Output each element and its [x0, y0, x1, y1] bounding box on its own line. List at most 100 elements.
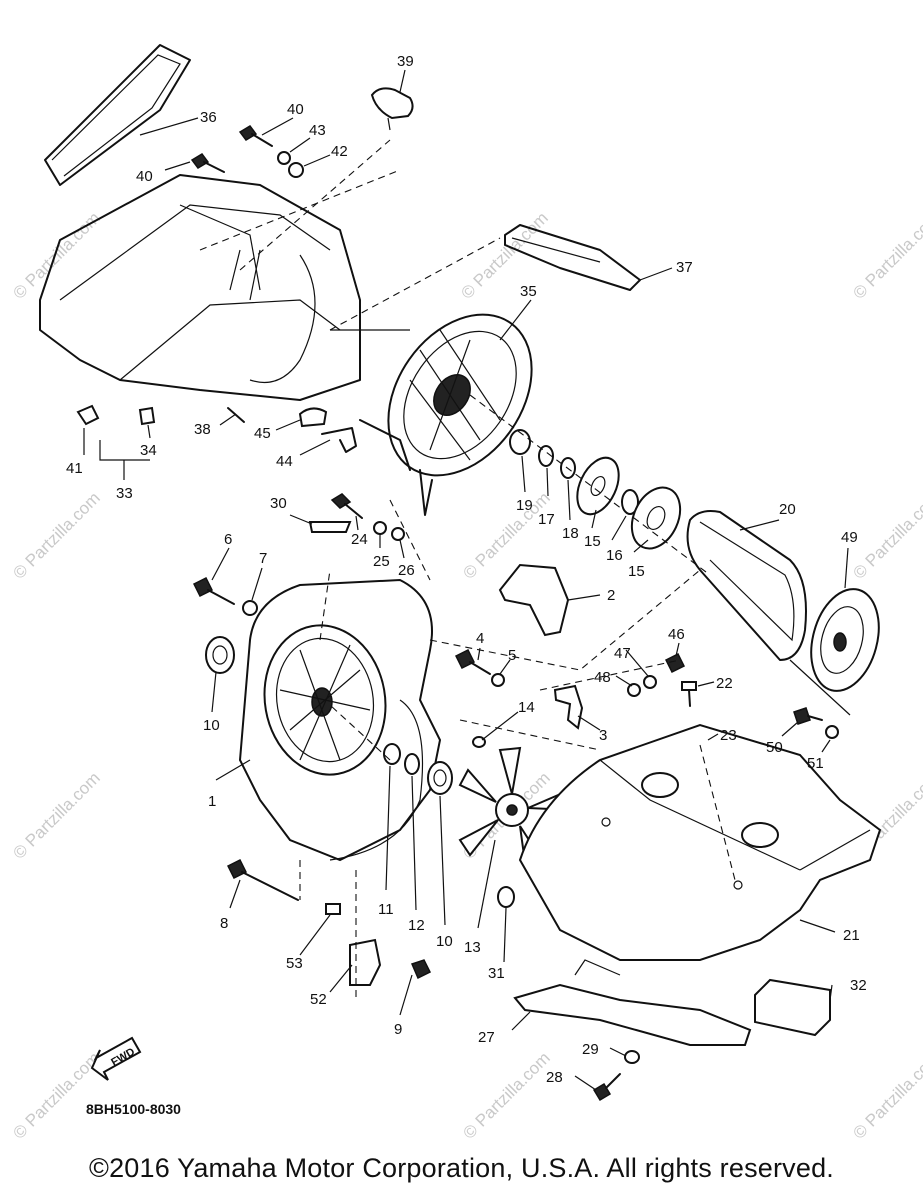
part-48-washer	[627, 683, 641, 697]
part-40-bolt	[238, 125, 258, 141]
callout-23: 23	[720, 727, 737, 744]
callout-21: 21	[843, 927, 860, 944]
part-26-washer	[391, 527, 405, 541]
callout-20: 20	[779, 501, 796, 518]
part-36-seal	[44, 44, 191, 186]
callout-16: 16	[606, 547, 623, 564]
callout-45: 45	[254, 425, 271, 442]
callout-27: 27	[478, 1029, 495, 1046]
part-17-washer	[538, 445, 554, 467]
part-41-bolt	[76, 404, 100, 426]
callout-4: 4	[476, 630, 484, 647]
part-21-cover	[518, 723, 882, 961]
callout-42: 42	[331, 143, 348, 160]
part-1-housing	[238, 578, 442, 862]
callout-29: 29	[582, 1041, 599, 1058]
callout-26: 26	[398, 562, 415, 579]
callout-6: 6	[224, 531, 232, 548]
watermark: © Partzilla.com	[849, 1048, 923, 1142]
callout-46: 46	[668, 626, 685, 643]
callout-50: 50	[766, 739, 783, 756]
callout-10: 10	[203, 717, 220, 734]
callout-17: 17	[538, 511, 555, 528]
fwd-indicator: FWD	[90, 1036, 142, 1081]
part-52-cap	[349, 938, 382, 986]
watermark: © Partzilla.com	[9, 768, 103, 862]
callout-31: 31	[488, 965, 505, 982]
callout-18: 18	[562, 525, 579, 542]
part-7-washer	[242, 600, 258, 616]
part-38-screw	[227, 407, 245, 423]
watermark: © Partzilla.com	[9, 1048, 103, 1142]
callout-35: 35	[520, 283, 537, 300]
callout-13: 13	[464, 939, 481, 956]
part-8-bolt	[226, 858, 248, 880]
callout-48: 48	[594, 669, 611, 686]
callout-41: 41	[66, 460, 83, 477]
part-47-nut	[643, 675, 657, 689]
leader-lines	[83, 69, 849, 1091]
callout-15: 15	[628, 563, 645, 580]
callout-33: 33	[116, 485, 133, 502]
callout-53: 53	[286, 955, 303, 972]
callout-28: 28	[546, 1069, 563, 1086]
part-4-bolt	[454, 648, 476, 670]
callout-38: 38	[194, 421, 211, 438]
part-45-clamp	[298, 407, 328, 428]
part-12-washer	[404, 753, 420, 775]
watermark: © Partzilla.com	[849, 488, 923, 582]
part-shapes	[39, 44, 882, 1102]
callout-30: 30	[270, 495, 287, 512]
callout-52: 52	[310, 991, 327, 1008]
part-40-bolt	[190, 153, 210, 169]
callout-40: 40	[136, 168, 153, 185]
callout-36: 36	[200, 109, 217, 126]
callout-10: 10	[436, 933, 453, 950]
callout-labels: 36 39 40 43 42 40 37 35 41 34 33 38 45 4…	[66, 53, 867, 1086]
part-30-clip	[308, 521, 352, 533]
part-51-washer	[825, 725, 839, 739]
callout-51: 51	[807, 755, 824, 772]
part-9-nut	[410, 959, 432, 980]
part-44-bracket	[321, 427, 357, 453]
callout-24: 24	[351, 531, 368, 548]
part-5-washer	[491, 673, 505, 687]
callout-25: 25	[373, 553, 390, 570]
callout-37: 37	[676, 259, 693, 276]
part-15-pulley-half	[630, 486, 682, 550]
part-33-duct	[39, 174, 361, 401]
callout-39: 39	[397, 53, 414, 70]
part-16-washer	[621, 489, 639, 515]
callout-49: 49	[841, 529, 858, 546]
part-25-washer	[373, 521, 387, 535]
callout-5: 5	[508, 647, 516, 664]
callout-14: 14	[518, 699, 535, 716]
part-50-bolt	[793, 707, 811, 725]
part-53-pin	[325, 903, 341, 915]
watermark: © Partzilla.com	[9, 208, 103, 302]
watermark: © Partzilla.com	[459, 1048, 553, 1142]
part-42-washer	[288, 162, 304, 178]
callout-11: 11	[378, 901, 394, 918]
part-15-pulley-half	[576, 456, 620, 516]
part-37-plate	[504, 224, 641, 291]
copyright-footer: ©2016 Yamaha Motor Corporation, U.S.A. A…	[88, 1153, 835, 1183]
diagram-code: 8BH5100-8030	[86, 1101, 181, 1117]
part-43-washer	[277, 151, 291, 165]
part-27-plate	[513, 983, 752, 1046]
callout-2: 2	[607, 587, 615, 604]
part-32-pad	[754, 978, 831, 1037]
part-19-collar	[509, 429, 531, 455]
part-34-grommet	[138, 406, 156, 426]
part-31-washer	[497, 886, 515, 908]
part-11-circlip	[383, 743, 401, 765]
callout-44: 44	[276, 453, 293, 470]
part-35-fan-housing	[359, 313, 533, 516]
callout-47: 47	[614, 645, 631, 662]
callout-1: 1	[208, 793, 216, 810]
callout-22: 22	[716, 675, 733, 692]
callout-12: 12	[408, 917, 425, 934]
callout-3: 3	[599, 727, 607, 744]
part-10-bearing	[427, 761, 453, 795]
